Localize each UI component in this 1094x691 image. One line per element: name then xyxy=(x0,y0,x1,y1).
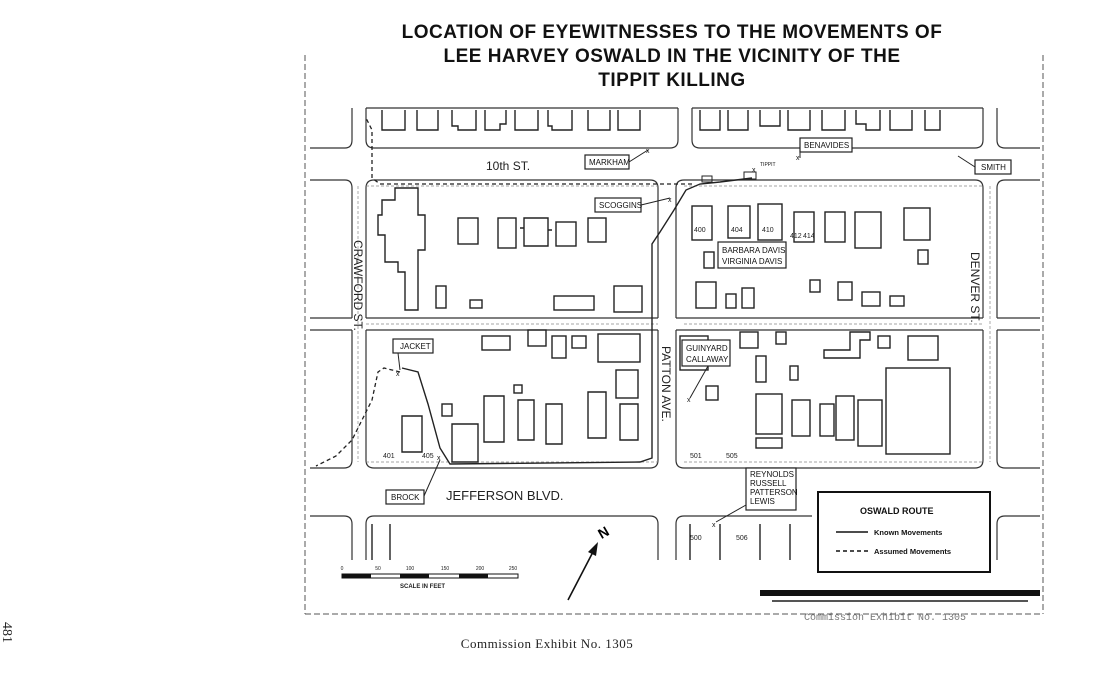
house-number-506: 506 xyxy=(736,535,748,542)
witness-barbara-davis-label: BARBARA DAVIS xyxy=(722,246,785,255)
tippit-label: TIPPIT xyxy=(760,162,776,168)
witness-brock: BROCK xyxy=(385,459,441,505)
house-number-412: 412 xyxy=(790,233,802,240)
witness-markham: MARKHAM xyxy=(584,149,649,170)
house-number-405: 405 xyxy=(422,453,434,460)
house-number-410: 410 xyxy=(762,227,774,234)
legend-known: Known Movements xyxy=(874,528,942,537)
house-number-414: 414 xyxy=(803,233,815,240)
witness-smith: SMITH xyxy=(957,155,1012,175)
svg-text:x: x xyxy=(396,371,400,378)
houses-north-10th xyxy=(381,110,941,131)
witness-benavides-label: BENAVIDES xyxy=(804,141,849,150)
scale-label: SCALE IN FEET xyxy=(400,584,445,590)
legend: OSWALD ROUTE Known Movements Assumed Mov… xyxy=(817,491,991,573)
scale-tick-200: 200 xyxy=(476,566,485,572)
known-route xyxy=(401,177,753,465)
houses-block-se xyxy=(679,331,951,455)
lot-lines xyxy=(357,185,991,463)
witness-reynolds-label: REYNOLDS xyxy=(750,470,794,479)
witness-markham-label: MARKHAM xyxy=(589,158,630,167)
house-number-404: 404 xyxy=(731,227,743,234)
witness-jacket-label: JACKET xyxy=(400,342,431,351)
house-number-505: 505 xyxy=(726,453,738,460)
legend-title: OSWALD ROUTE xyxy=(860,506,934,516)
legend-assumed: Assumed Movements xyxy=(874,547,951,556)
witness-jacket: JACKET xyxy=(392,338,434,371)
witness-guinyard-callaway: GUINYARD CALLAWAY xyxy=(681,339,731,399)
witness-callaway-label: CALLAWAY xyxy=(686,355,729,364)
witness-brock-label: BROCK xyxy=(391,493,420,502)
witness-scoggins: SCOGGINS xyxy=(594,197,671,213)
exhibit-stamp: Commission Exhibit No. 1305 xyxy=(804,612,966,624)
svg-text:x: x xyxy=(752,167,756,174)
svg-text:x: x xyxy=(712,522,716,529)
map-frame xyxy=(304,55,1044,615)
title-line-3: TIPPIT KILLING xyxy=(598,70,745,91)
houses-block-nw xyxy=(377,187,643,313)
street-label-denver: DENVER ST. xyxy=(968,252,982,323)
witness-smith-label: SMITH xyxy=(981,163,1006,172)
bottom-bar xyxy=(760,590,1040,602)
witness-patterson-label: PATTERSON xyxy=(750,488,798,497)
street-curbs xyxy=(310,107,1040,560)
svg-text:x: x xyxy=(796,155,800,162)
tippit-car xyxy=(701,171,757,183)
witness-benavides: BENAVIDES xyxy=(799,137,853,158)
street-label-patton: PATTON AVE. xyxy=(659,346,673,422)
witness-guinyard-label: GUINYARD xyxy=(686,344,728,353)
house-number-501: 501 xyxy=(690,453,702,460)
houses-south-jefferson xyxy=(371,524,791,560)
witness-davis: BARBARA DAVIS VIRGINIA DAVIS xyxy=(717,241,787,269)
witness-marks: x x x x x x x x xyxy=(396,148,800,529)
svg-text:x: x xyxy=(687,397,691,404)
svg-text:x: x xyxy=(646,148,650,155)
title-line-1: LOCATION OF EYEWITNESSES TO THE MOVEMENT… xyxy=(402,22,943,43)
assumed-route xyxy=(315,117,692,467)
svg-text:x: x xyxy=(437,455,441,462)
scale-tick-0: 0 xyxy=(341,566,344,572)
street-label-jefferson: JEFFERSON BLVD. xyxy=(446,488,564,503)
north-arrow xyxy=(567,542,598,601)
north-arrow-label: N xyxy=(595,523,612,542)
scale-tick-100: 100 xyxy=(406,566,415,572)
street-label-crawford: CRAWFORD ST. xyxy=(351,240,365,331)
house-number-400: 400 xyxy=(694,227,706,234)
svg-text:x: x xyxy=(668,197,672,204)
house-number-500: 500 xyxy=(690,535,702,542)
title-line-2: LEE HARVEY OSWALD IN THE VICINITY OF THE xyxy=(443,46,900,67)
houses-block-sw xyxy=(401,329,641,463)
witness-russell-label: RUSSELL xyxy=(750,479,787,488)
page-number: 481 xyxy=(0,622,14,643)
scale-tick-250: 250 xyxy=(509,566,518,572)
witness-lewis-label: LEWIS xyxy=(750,497,775,506)
witness-virginia-davis-label: VIRGINIA DAVIS xyxy=(722,257,782,266)
house-number-401: 401 xyxy=(383,453,395,460)
scale-tick-150: 150 xyxy=(441,566,450,572)
scale-tick-50: 50 xyxy=(375,566,381,572)
scale-bar: 0 50 100 150 200 250 SCALE IN FEET xyxy=(341,566,519,590)
houses-block-ne xyxy=(691,203,931,309)
witness-scoggins-label: SCOGGINS xyxy=(599,201,642,210)
caption: Commission Exhibit No. 1305 xyxy=(460,636,634,651)
witness-reynolds-group: REYNOLDS RUSSELL PATTERSON LEWIS xyxy=(715,467,798,523)
street-label-10th: 10th ST. xyxy=(486,159,530,173)
